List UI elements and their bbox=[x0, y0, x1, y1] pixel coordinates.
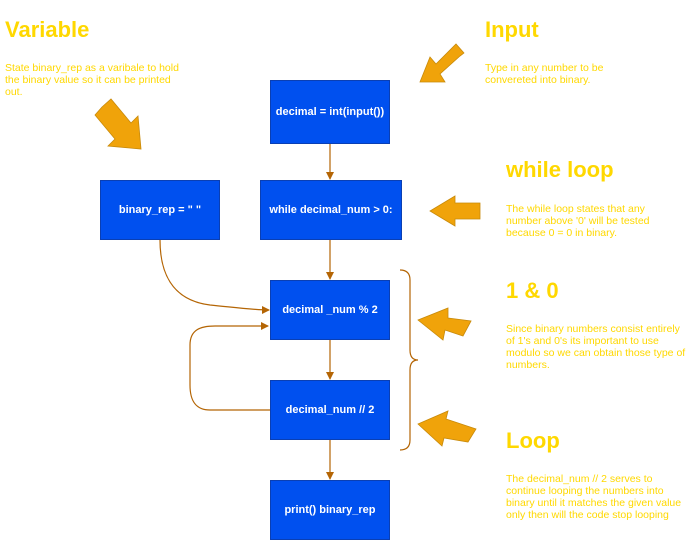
node-binary-rep: binary_rep = " " bbox=[100, 180, 220, 240]
node-floor-division: decimal_num // 2 bbox=[270, 380, 390, 440]
one-zero-heading: 1 & 0 bbox=[506, 278, 559, 303]
pointer-arrow-one-zero bbox=[417, 307, 472, 341]
node-decimal-input: decimal = int(input()) bbox=[270, 80, 390, 144]
input-heading: Input bbox=[485, 17, 539, 42]
while-loop-heading: while loop bbox=[506, 157, 614, 182]
node-while-condition: while decimal_num > 0: bbox=[260, 180, 402, 240]
loop-heading: Loop bbox=[506, 428, 560, 453]
pointer-arrow-input bbox=[419, 43, 465, 83]
pointer-arrow-variable bbox=[94, 98, 142, 150]
input-note: Type in any number to be convereted into… bbox=[485, 62, 604, 86]
edge-binaryrep-to-modulo bbox=[159, 239, 270, 314]
node-print: print() binary_rep bbox=[270, 480, 390, 540]
while-loop-note: The while loop states that any number ab… bbox=[506, 203, 650, 239]
edge-loop-back bbox=[189, 322, 270, 411]
pointer-arrow-while bbox=[429, 195, 481, 227]
variable-heading: Variable bbox=[5, 17, 90, 42]
one-zero-note: Since binary numbers consist entirely of… bbox=[506, 323, 686, 371]
pointer-arrow-loop bbox=[417, 410, 477, 447]
variable-note: State binary_rep as a varibale to hold t… bbox=[5, 62, 179, 98]
node-modulo: decimal _num % 2 bbox=[270, 280, 390, 340]
loop-note: The decimal_num // 2 serves to continue … bbox=[506, 473, 682, 521]
curly-brace bbox=[399, 269, 419, 451]
